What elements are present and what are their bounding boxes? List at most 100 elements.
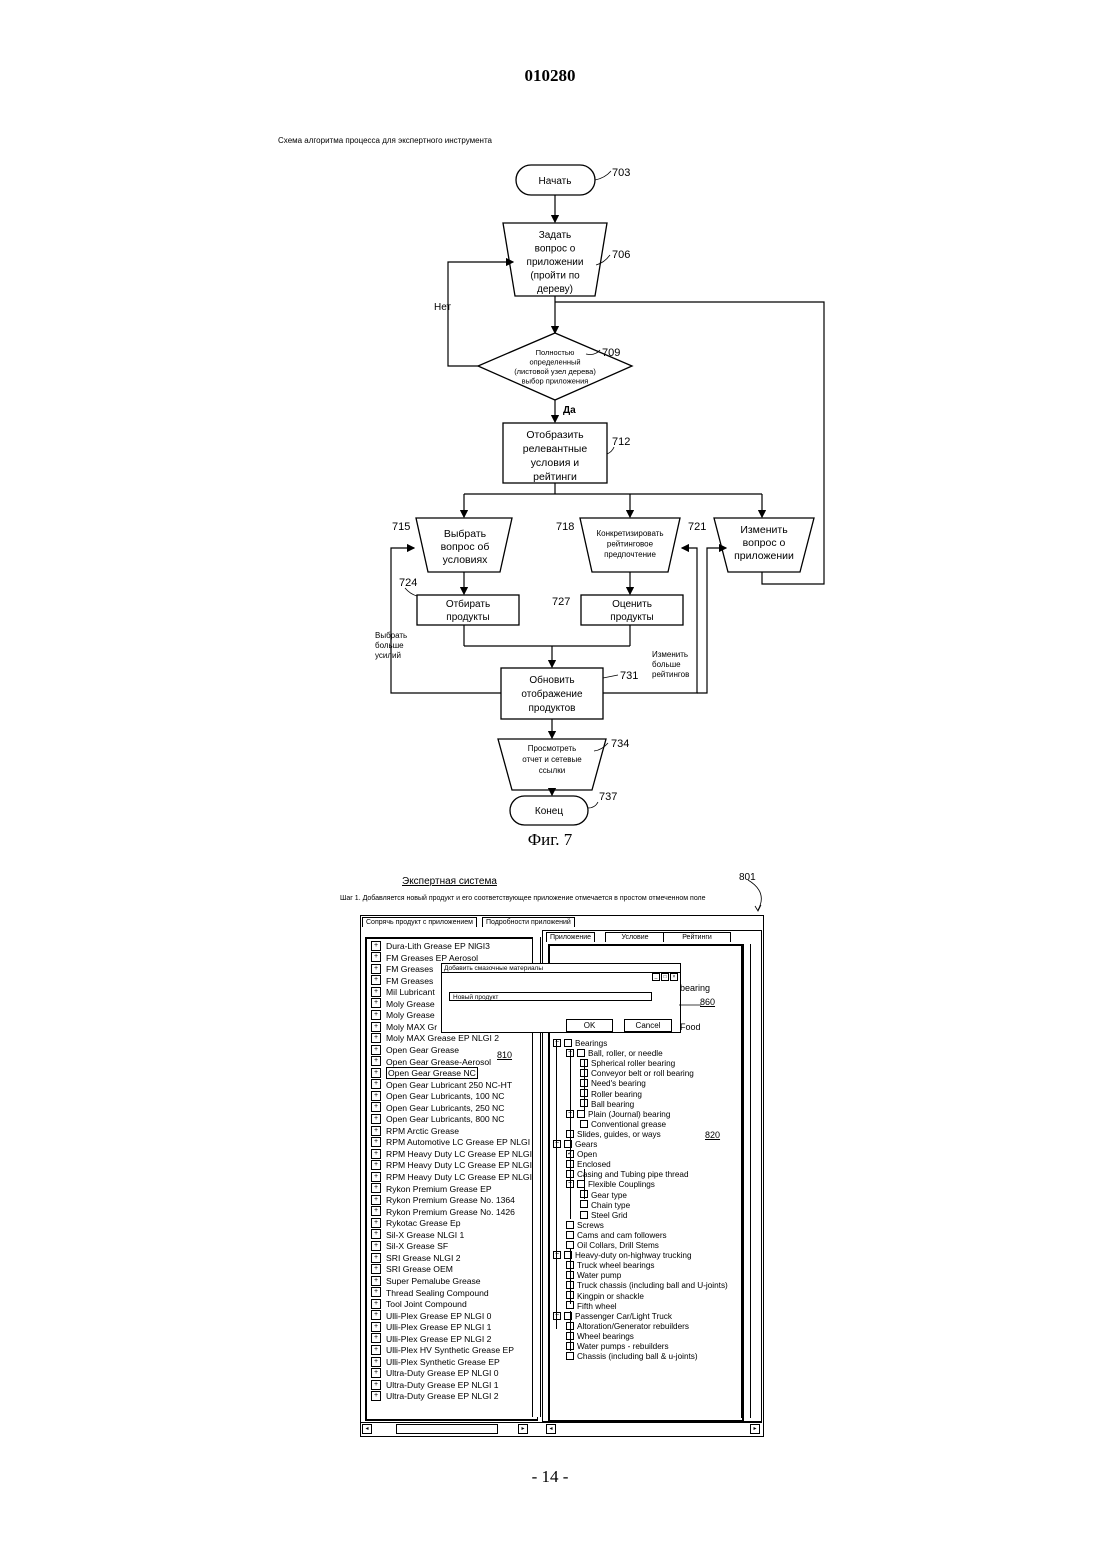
tree-node[interactable]: Enclosed — [566, 1160, 611, 1170]
tree-node[interactable]: Fifth wheel — [566, 1302, 617, 1312]
tree-node[interactable]: Altoration/Generator rebuilders — [566, 1322, 689, 1332]
tree-node[interactable]: Gear type — [580, 1191, 627, 1201]
collapse-icon[interactable]: − — [553, 1039, 561, 1047]
scroll-right-icon-2[interactable]: ▸ — [750, 1424, 760, 1434]
product-list-item[interactable]: +Ulli-Plex Grease EP NLGI 2 — [371, 1334, 491, 1345]
minimize-icon[interactable]: _ — [652, 973, 660, 981]
expand-icon[interactable]: + — [371, 1010, 381, 1020]
tree-node[interactable]: Conventional grease — [580, 1120, 666, 1130]
expand-icon[interactable]: + — [371, 1126, 381, 1136]
expand-icon[interactable]: + — [371, 1206, 381, 1216]
product-list-item[interactable]: +SRI Grease OEM — [371, 1264, 453, 1275]
expand-icon[interactable]: + — [371, 1068, 381, 1078]
expand-icon[interactable]: + — [371, 1299, 381, 1309]
product-list-item[interactable]: +Moly Grease — [371, 1010, 435, 1021]
tree-node[interactable]: −Bearings — [553, 1039, 607, 1049]
tree-node[interactable]: Slides, guides, or ways — [566, 1130, 661, 1140]
product-list-item[interactable]: +Open Gear Lubricants, 250 NC — [371, 1103, 504, 1114]
tree-node[interactable]: Oil Collars, Drill Stems — [566, 1241, 659, 1251]
checkbox[interactable] — [566, 1241, 574, 1249]
product-list-item[interactable]: +FM Greases EP Aerosol — [371, 953, 478, 964]
collapse-icon[interactable]: − — [553, 1312, 561, 1320]
expand-icon[interactable]: + — [371, 1264, 381, 1274]
expand-icon[interactable]: + — [371, 952, 381, 962]
tab-ratings[interactable]: Рейтинги — [663, 932, 731, 942]
expand-icon[interactable]: + — [371, 1218, 381, 1228]
expand-icon[interactable]: + — [371, 1310, 381, 1320]
new-product-input[interactable]: Новый продукт — [449, 992, 652, 1001]
scroll-left-icon-2[interactable]: ◂ — [546, 1424, 556, 1434]
maximize-icon[interactable]: □ — [661, 973, 669, 981]
tree-node[interactable]: Cams and cam followers — [566, 1231, 667, 1241]
tree-node[interactable]: −Ball, roller, or needle — [566, 1049, 663, 1059]
collapse-icon[interactable]: − — [553, 1140, 561, 1148]
expand-icon[interactable]: + — [371, 1333, 381, 1343]
cancel-button[interactable]: Cancel — [624, 1019, 672, 1032]
product-list-item[interactable]: +Open Gear Lubricants, 800 NC — [371, 1114, 504, 1125]
product-list-item[interactable]: +Rykon Premium Grease No. 1426 — [371, 1207, 515, 1218]
tree-node[interactable]: Need's bearing — [580, 1079, 646, 1089]
checkbox[interactable] — [580, 1200, 588, 1208]
expand-icon[interactable]: + — [371, 1241, 381, 1251]
tree-node[interactable]: Truck chassis (including ball and U-join… — [566, 1281, 728, 1291]
expand-icon[interactable]: + — [371, 1357, 381, 1367]
application-tree-scrollbar[interactable] — [741, 944, 751, 1418]
tree-node[interactable]: −Flexible Couplings — [566, 1180, 655, 1190]
product-list-item[interactable]: +Open Gear Grease — [371, 1045, 459, 1056]
tab-application[interactable]: Приложение — [546, 932, 595, 942]
close-icon[interactable]: × — [670, 973, 678, 981]
tree-node[interactable]: Truck wheel bearings — [566, 1261, 655, 1271]
expand-icon[interactable]: + — [371, 964, 381, 974]
product-list-item[interactable]: +RPM Automotive LC Grease EP NLGI — [371, 1137, 530, 1148]
tree-node[interactable]: Kingpin or shackle — [566, 1292, 644, 1302]
product-list-item[interactable]: +FM Greases — [371, 964, 433, 975]
product-list-item[interactable]: +Tool Joint Compound — [371, 1299, 467, 1310]
product-list-item[interactable]: +Ultra-Duty Grease EP NLGI 2 — [371, 1391, 499, 1402]
product-list-item[interactable]: +RPM Heavy Duty LC Grease EP NLGI — [371, 1172, 532, 1183]
expand-icon[interactable]: + — [371, 1368, 381, 1378]
expand-icon[interactable]: + — [371, 1172, 381, 1182]
product-list-item[interactable]: +Sil-X Grease SF — [371, 1241, 448, 1252]
tree-node[interactable]: Screws — [566, 1221, 604, 1231]
horizontal-scrollbar[interactable]: ◂ ▸ ◂ ▸ — [360, 1422, 762, 1434]
checkbox[interactable] — [566, 1352, 574, 1360]
product-list-item[interactable]: +Ulli-Plex HV Synthetic Grease EP — [371, 1345, 514, 1356]
expand-icon[interactable]: + — [371, 1253, 381, 1263]
tree-node[interactable]: Water pump — [566, 1271, 621, 1281]
product-list-item[interactable]: +FM Greases — [371, 976, 433, 987]
expand-icon[interactable]: + — [371, 1149, 381, 1159]
product-list-item[interactable]: +Ultra-Duty Grease EP NLGI 0 — [371, 1368, 499, 1379]
tree-node[interactable]: Steel Grid — [580, 1211, 627, 1221]
tab-application-details[interactable]: Подробности приложений — [482, 917, 575, 927]
product-list-item[interactable]: +Rykon Premium Grease No. 1364 — [371, 1195, 515, 1206]
product-list-item[interactable]: +Open Gear Lubricant 250 NC-HT — [371, 1080, 512, 1091]
expand-icon[interactable]: + — [371, 1102, 381, 1112]
checkbox[interactable] — [566, 1221, 574, 1229]
product-list-item[interactable]: +Thread Sealing Compound — [371, 1288, 489, 1299]
tab-match-product[interactable]: Сопрячь продукт с приложением — [362, 917, 477, 927]
tree-node[interactable]: Conveyor belt or roll bearing — [580, 1069, 694, 1079]
checkbox[interactable] — [564, 1039, 572, 1047]
collapse-icon[interactable]: − — [553, 1251, 561, 1259]
expand-icon[interactable]: + — [371, 1276, 381, 1286]
expand-icon[interactable]: + — [371, 1160, 381, 1170]
checkbox[interactable] — [580, 1211, 588, 1219]
product-list-item[interactable]: +RPM Arctic Grease — [371, 1126, 459, 1137]
product-list-item[interactable]: +Sil-X Grease NLGI 1 — [371, 1230, 464, 1241]
expand-icon[interactable]: + — [371, 1114, 381, 1124]
product-list-item[interactable]: +Ultra-Duty Grease EP NLGI 1 — [371, 1380, 499, 1391]
product-list-item[interactable]: +Ulli-Plex Grease EP NLGI 0 — [371, 1311, 491, 1322]
expand-icon[interactable]: + — [371, 1033, 381, 1043]
product-list-item[interactable]: +Moly MAX Gr — [371, 1022, 437, 1033]
tree-node[interactable]: −Heavy-duty on-highway trucking — [553, 1251, 692, 1261]
expand-icon[interactable]: + — [371, 998, 381, 1008]
scroll-left-icon[interactable]: ◂ — [362, 1424, 372, 1434]
expand-icon[interactable]: + — [371, 1183, 381, 1193]
checkbox[interactable] — [577, 1049, 585, 1057]
expand-icon[interactable]: + — [371, 1195, 381, 1205]
checkbox[interactable] — [580, 1120, 588, 1128]
tree-node[interactable]: Ball bearing — [580, 1100, 634, 1110]
tree-node[interactable]: Chain type — [580, 1201, 630, 1211]
tab-condition[interactable]: Условие — [605, 932, 665, 942]
expand-icon[interactable]: + — [371, 1137, 381, 1147]
